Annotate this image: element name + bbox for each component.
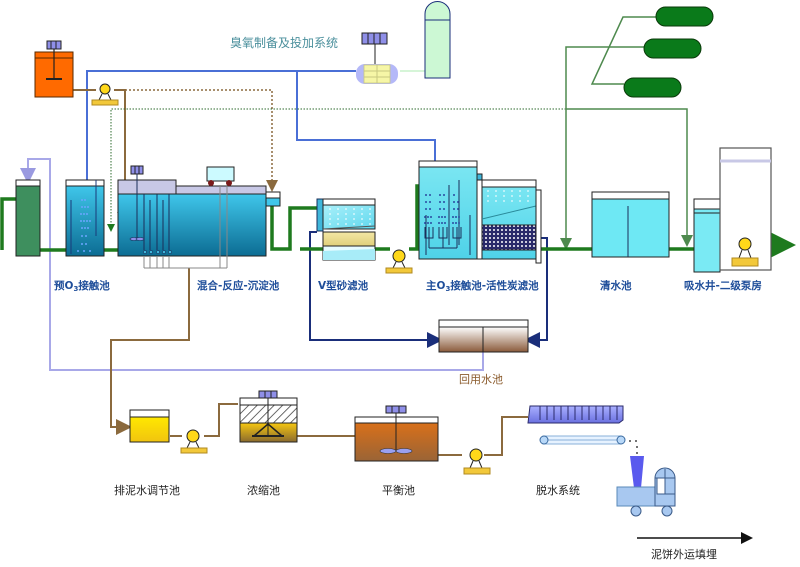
label-part: 接触池-活性炭滤池 [450, 280, 539, 292]
reuse-water-tank-label: 回用水池 [459, 373, 503, 386]
v-sand-filter-label: V型砂滤池 [318, 280, 369, 292]
oxygen-tank [400, 1, 451, 79]
label-part: 接触池 [78, 280, 110, 292]
dosing-pump [91, 83, 119, 106]
thickener [239, 390, 298, 443]
activated-carbon-filter [481, 179, 542, 264]
main-ozone-carbon-filter-label: 主O3接触池-活性炭滤池 [426, 279, 539, 296]
sludge-equalization-tank [129, 409, 170, 443]
ozone-system-label: 臭氧制备及投加系统 [230, 36, 339, 50]
clear-water-tank [591, 191, 670, 258]
ozone-pipe [79, 70, 443, 208]
balance-tank [354, 405, 439, 462]
sludge-cake-disposal-label: 泥饼外运填埋 [651, 548, 717, 561]
raw-water-tank [15, 179, 41, 257]
sludge-pump-2 [463, 448, 491, 475]
chlorine-gas-lines [560, 16, 693, 250]
chemical-dosing-dotted-pipe [125, 89, 278, 192]
sludge-truck [616, 456, 676, 517]
sludge-pump-1 [180, 429, 208, 454]
clear-water-tank-label: 清水池 [600, 280, 632, 292]
dewatering-press [527, 405, 638, 454]
chlorine-cylinders [623, 6, 714, 98]
thickener-label: 浓缩池 [247, 484, 280, 497]
reuse-water-tank [438, 319, 529, 353]
intermediate-lift-pump [385, 249, 413, 274]
label-part: 预O [54, 280, 74, 292]
dewatering-system-label: 脱水系统 [536, 484, 580, 497]
main-ozone-contact-tank [418, 160, 483, 260]
dosing-tank [34, 40, 74, 98]
suction-well-pump-house-label: 吸水井-二级泵房 [684, 280, 762, 292]
sludge-equalization-tank-label: 排泥水调节池 [114, 484, 180, 497]
sludge-discharge-pipe [110, 268, 528, 456]
secondary-pump [731, 237, 759, 267]
mix-react-settle-label: 混合-反应-沉淀池 [197, 280, 280, 292]
secondary-pump-house [719, 147, 772, 271]
chlorination-dotted-line [107, 108, 566, 232]
ozone-generator [356, 32, 398, 84]
label-subscript: 3 [445, 285, 451, 293]
mix-react-settle-tank [117, 165, 281, 269]
pre-ozone-contact-tank [65, 179, 105, 257]
reuse-water-pipe [309, 231, 548, 348]
label-subscript: 3 [73, 285, 79, 293]
label-part: 主O [426, 280, 446, 292]
v-sand-filter [316, 198, 376, 261]
backwash-return-pipe [20, 158, 484, 371]
pre-ozone-contact-tank-label: 预O3接触池 [54, 279, 110, 296]
balance-tank-label: 平衡池 [382, 484, 415, 497]
suction-well [693, 198, 721, 273]
